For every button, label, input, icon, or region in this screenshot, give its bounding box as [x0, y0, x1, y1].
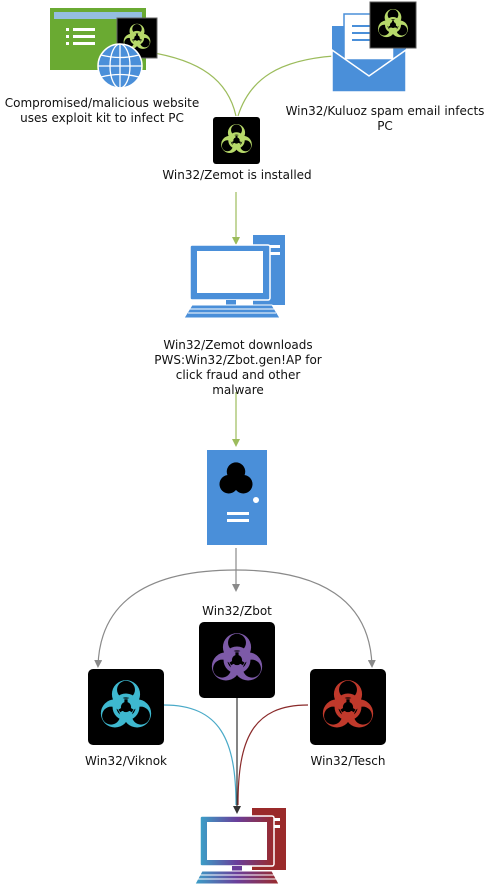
infected-desktop-computer-icon — [194, 808, 286, 885]
viknok-label: Win32/Viknok — [85, 754, 167, 768]
website-window-globe-icon — [50, 8, 158, 89]
connectors — [94, 51, 376, 814]
viknok-to-pc-connector — [163, 704, 237, 806]
email-envelope-icon — [331, 1, 417, 93]
website-label: Compromised/malicious website uses explo… — [4, 96, 200, 125]
website-to-zemot-connector — [147, 51, 237, 117]
server-to-viknok-arrow — [94, 569, 237, 668]
zemot-downloads-label: Win32/Zemot downloads PWS:Win32/Zbot.gen… — [154, 338, 322, 397]
zbot-label: Win32/Zbot — [202, 604, 272, 618]
spam-to-zemot-connector — [237, 55, 335, 117]
spam-email-label: Win32/Kuluoz spam email infects PC — [285, 104, 485, 133]
tesch-to-pc-connector — [237, 704, 309, 806]
server-tower-icon — [207, 450, 267, 545]
tesch-label: Win32/Tesch — [310, 754, 386, 768]
zemot-installed-label: Win32/Zemot is installed — [162, 168, 312, 182]
tesch-biohazard-icon — [310, 669, 386, 745]
desktop-computer-icon — [183, 235, 285, 319]
server-to-tesch-arrow — [235, 569, 376, 668]
zemot-biohazard-icon — [213, 117, 260, 164]
zbot-biohazard-icon — [199, 622, 275, 698]
viknok-biohazard-icon — [88, 669, 164, 745]
